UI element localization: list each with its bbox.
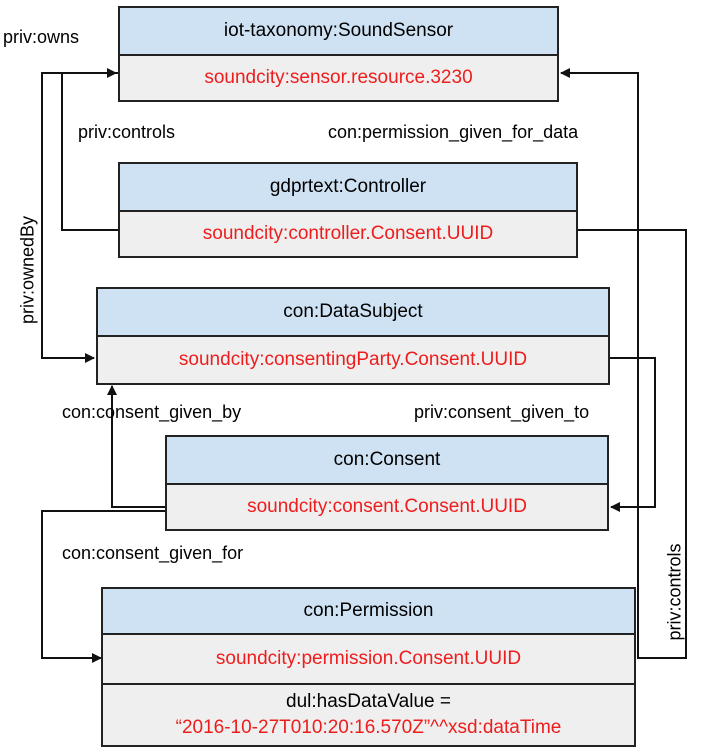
node-data-value: dul:hasDataValue = “2016-10-27T010:20:16… bbox=[103, 685, 634, 745]
edge-label-permission-given-for-data: con:permission_given_for_data bbox=[328, 122, 579, 142]
node-sound-sensor: iot-taxonomy:SoundSensor soundcity:senso… bbox=[118, 6, 559, 102]
node-instance-label: soundcity:consentingParty.Consent.UUID bbox=[98, 337, 608, 383]
node-instance-label: soundcity:controller.Consent.UUID bbox=[120, 212, 576, 256]
edge-consent-given-to bbox=[610, 357, 656, 512]
node-class-label: con:DataSubject bbox=[98, 289, 608, 337]
node-instance-label: soundcity:sensor.resource.3230 bbox=[120, 56, 557, 100]
edge-consent-given-by bbox=[107, 385, 165, 508]
edge-label-owned-by: priv:ownedBy bbox=[17, 215, 38, 325]
node-permission: con:Permission soundcity:permission.Cons… bbox=[101, 587, 636, 747]
node-consent: con:Consent soundcity:consent.Consent.UU… bbox=[165, 435, 609, 531]
edge-label-consent-given-to: priv:consent_given_to bbox=[414, 402, 590, 422]
edge-label-consent-given-by: con:consent_given_by bbox=[62, 402, 242, 422]
edge-label-controls-permission: priv:controls bbox=[664, 543, 685, 641]
node-data-subject: con:DataSubject soundcity:consentingPart… bbox=[96, 287, 610, 385]
node-instance-label: soundcity:permission.Consent.UUID bbox=[103, 635, 634, 685]
edge-label-controls-sensor: priv:controls bbox=[78, 122, 176, 142]
data-value-label: dul:hasDataValue = bbox=[286, 691, 451, 712]
edge-controls-sensor bbox=[61, 68, 118, 231]
node-class-label: gdprtext:Controller bbox=[120, 164, 576, 212]
edge-permission-given-for-data bbox=[560, 68, 687, 659]
node-class-label: con:Permission bbox=[103, 589, 634, 635]
edge-consent-given-for bbox=[41, 510, 165, 663]
edge-label-owns: priv:owns bbox=[3, 27, 80, 47]
node-controller: gdprtext:Controller soundcity:controller… bbox=[118, 162, 578, 258]
node-class-label: con:Consent bbox=[167, 437, 607, 485]
data-value-literal: “2016-10-27T010:20:16.570Z”^^xsd:dataTim… bbox=[175, 717, 562, 738]
edge-label-consent-given-for: con:consent_given_for bbox=[62, 543, 244, 563]
node-class-label: iot-taxonomy:SoundSensor bbox=[120, 8, 557, 56]
node-instance-label: soundcity:consent.Consent.UUID bbox=[167, 485, 607, 529]
